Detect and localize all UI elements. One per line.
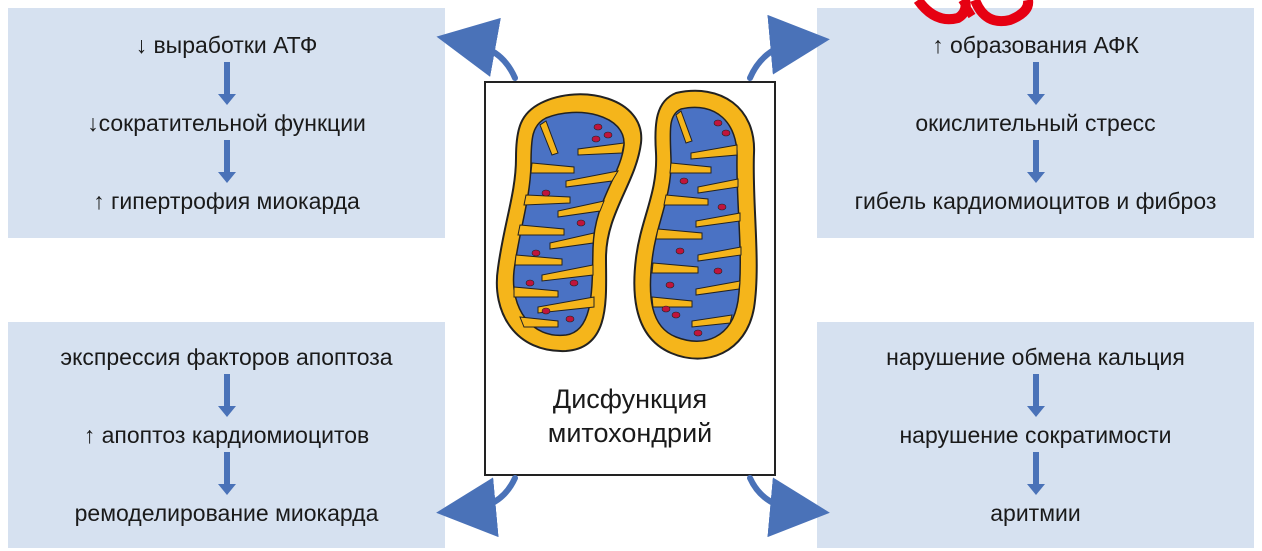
down-arrow-icon bbox=[1025, 374, 1047, 418]
mitochondrion-left bbox=[497, 94, 641, 351]
panel-text: ↑ гипертрофия миокарда bbox=[93, 187, 360, 215]
panel-text: ↑ апоптоз кардиомиоцитов bbox=[84, 421, 370, 449]
panel-bottom-left: экспрессия факторов апоптоза ↑ апоптоз к… bbox=[8, 322, 445, 548]
mitochondria-box: Дисфункция митохондрий bbox=[484, 81, 776, 476]
panel-text: нарушение сократимости bbox=[899, 421, 1171, 449]
panel-text: ↓сократительной функции bbox=[87, 109, 366, 137]
down-arrow-icon bbox=[216, 62, 238, 106]
panel-text: аритмии bbox=[990, 499, 1080, 527]
center-title-line-1: Дисфункция bbox=[486, 383, 774, 416]
panel-text: окислительный стресс bbox=[915, 109, 1155, 137]
arrow-to-bottom-right bbox=[750, 478, 800, 510]
mitochondrion-right bbox=[634, 91, 756, 359]
panel-text: ремоделирование миокарда bbox=[75, 499, 379, 527]
down-arrow-icon bbox=[1025, 140, 1047, 184]
panel-text: гибель кардиомиоцитов и фиброз bbox=[855, 187, 1217, 215]
down-arrow-icon bbox=[1025, 452, 1047, 496]
arrow-to-bottom-left bbox=[466, 478, 515, 510]
down-arrow-icon bbox=[216, 374, 238, 418]
down-arrow-icon bbox=[1025, 62, 1047, 106]
panel-text: экспрессия факторов апоптоза bbox=[60, 343, 392, 371]
panel-text: нарушение обмена кальция bbox=[886, 343, 1185, 371]
down-arrow-icon bbox=[216, 140, 238, 184]
down-arrow-icon bbox=[216, 452, 238, 496]
center-title-line-2: митохондрий bbox=[486, 417, 774, 450]
logo-mark bbox=[0, 0, 1262, 60]
mitochondria-illustration bbox=[486, 83, 774, 383]
panel-bottom-right: нарушение обмена кальция нарушение сокра… bbox=[817, 322, 1254, 548]
